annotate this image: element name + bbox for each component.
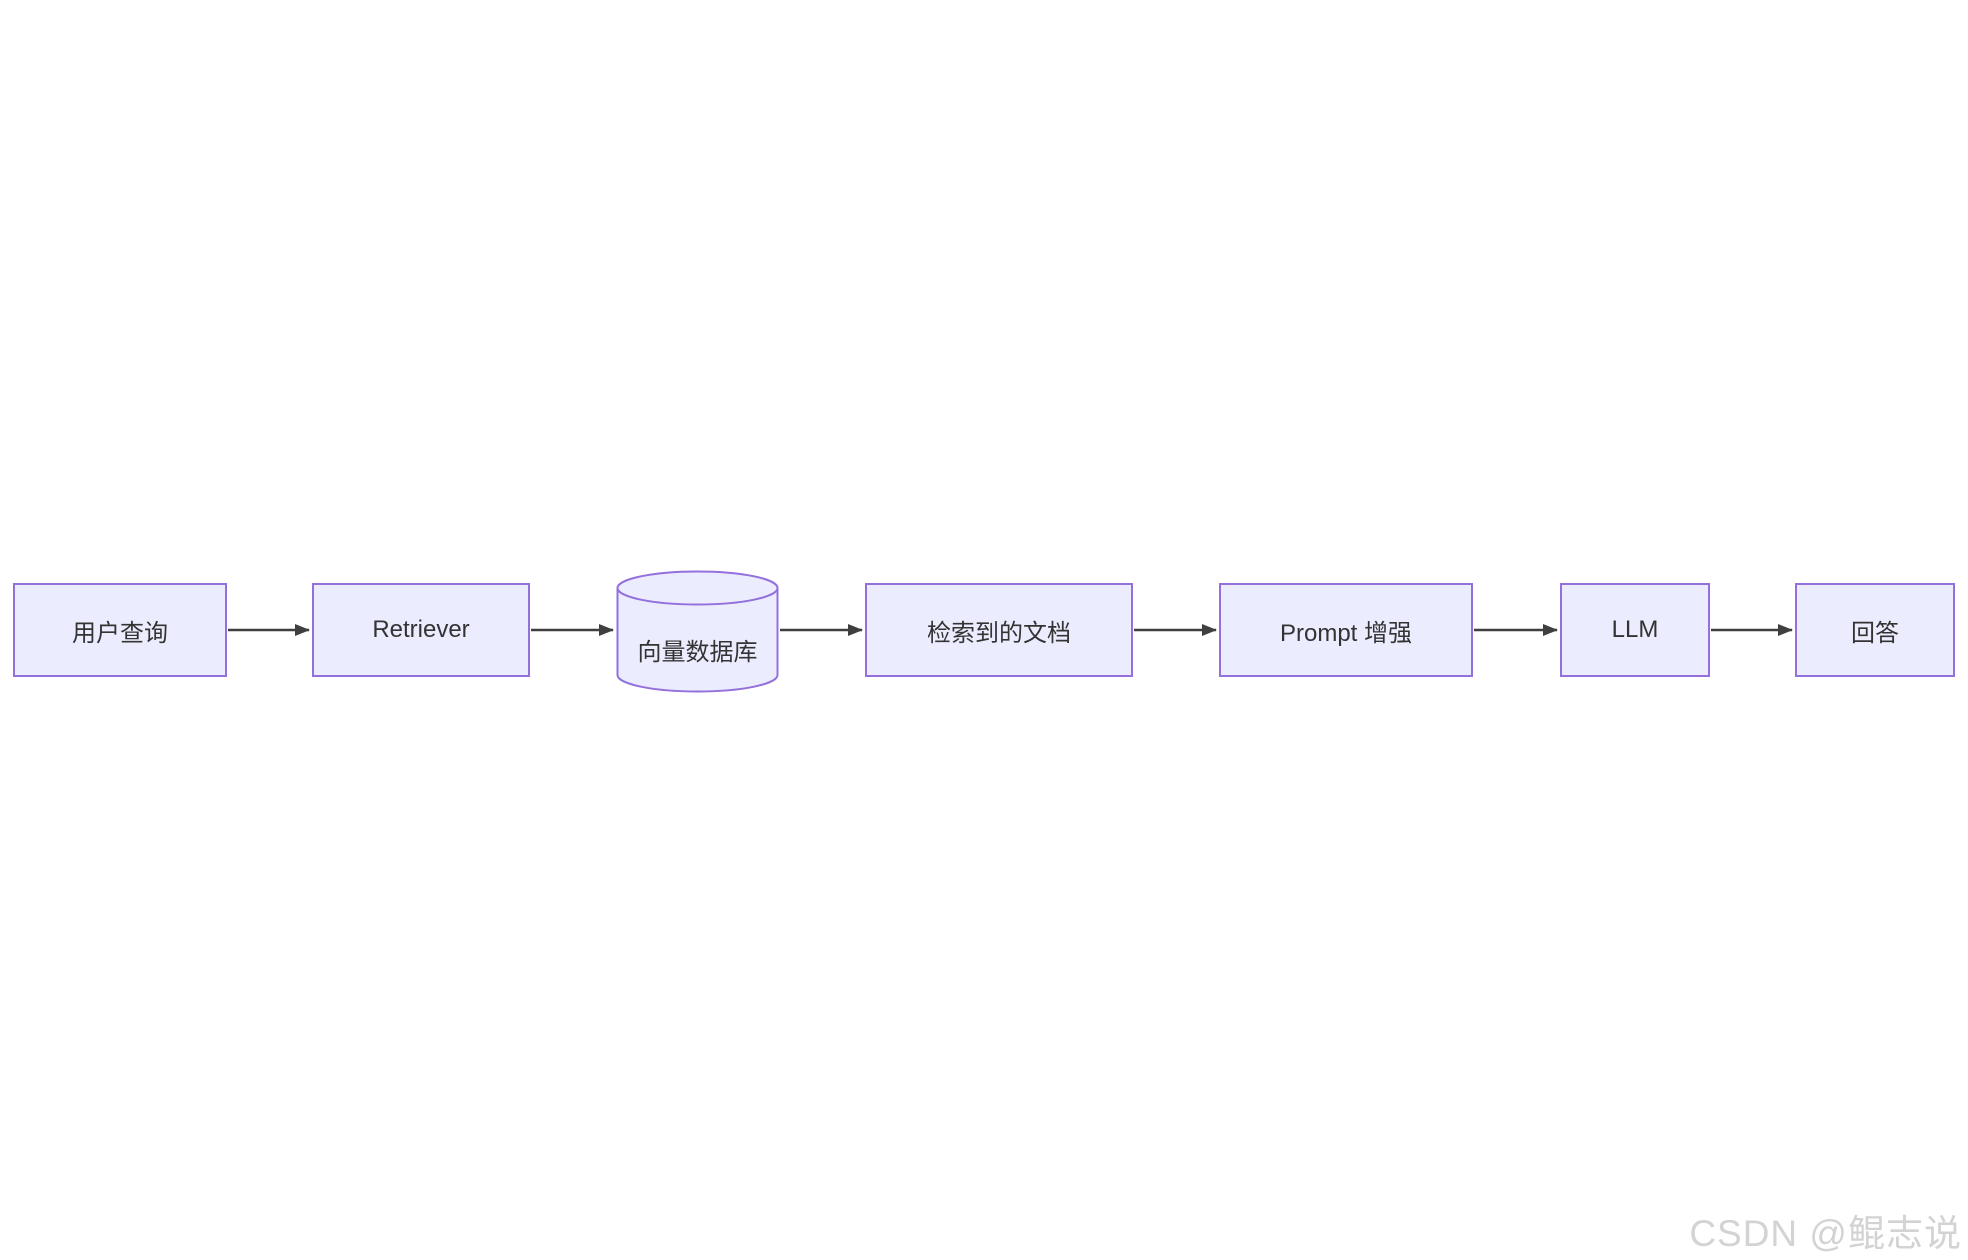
- node-llm: LLM: [1560, 583, 1710, 677]
- node-user-query: 用户查询: [13, 583, 227, 677]
- node-user-query-label: 用户查询: [72, 619, 168, 647]
- csdn-watermark: CSDN @鲲志说: [1689, 1213, 1962, 1254]
- node-prompt-augment: Prompt 增强: [1219, 583, 1473, 677]
- node-retriever: Retriever: [312, 583, 530, 677]
- node-retrieved-docs-label: 检索到的文档: [927, 619, 1071, 647]
- node-retrieved-docs: 检索到的文档: [865, 583, 1133, 677]
- node-vector-db: 向量数据库: [616, 570, 779, 693]
- database-cylinder-icon: [616, 570, 779, 693]
- node-vector-db-label: 向量数据库: [637, 639, 758, 666]
- node-llm-label: LLM: [1611, 616, 1659, 643]
- node-retriever-label: Retriever: [372, 616, 470, 643]
- node-answer: 回答: [1795, 583, 1955, 677]
- node-answer-label: 回答: [1851, 619, 1899, 647]
- node-prompt-augment-label: Prompt 增强: [1279, 619, 1413, 647]
